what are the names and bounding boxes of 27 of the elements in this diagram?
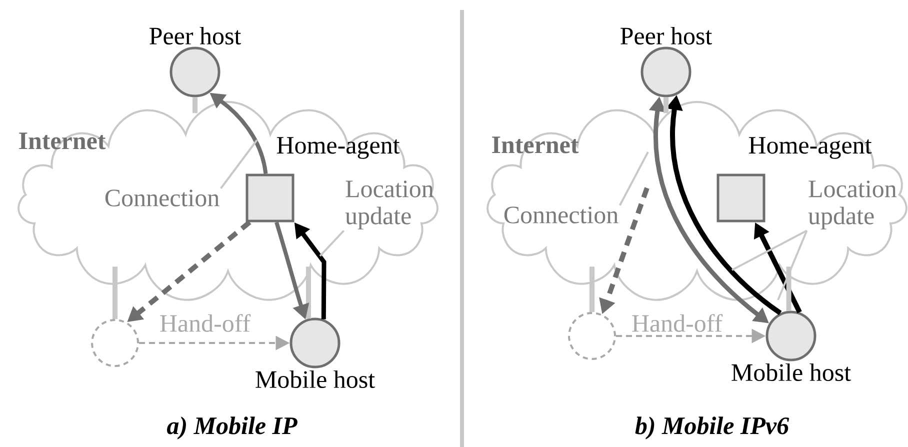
panel-caption: b) Mobile IPv6 [635,416,790,440]
leader-line [319,230,345,257]
connector-line [306,266,311,319]
connector-line [590,266,594,312]
label-text: Location update [808,180,896,230]
node-label: Mobile host [732,363,851,382]
edge-label: Hand-off [630,313,724,333]
label-text: Connection [105,190,220,206]
connector-line [786,266,792,311]
node-label: Peer host [620,26,712,45]
label-text: Location update [345,180,434,230]
dashed-circle [91,319,139,367]
leader-line [732,230,808,271]
edge-label: Hand-off [158,313,252,333]
node-label: Home-agent [748,137,872,159]
connector-line [192,97,198,114]
leader-line [777,230,808,300]
label-text: Connection [504,206,618,224]
leader-line [618,152,649,206]
connector-line [112,266,118,319]
connector-line [664,97,668,114]
leader-line [220,139,258,189]
node-label: Home-agent [276,137,400,159]
panel-caption: a) Mobile IP [167,416,298,440]
dashed-circle [568,312,616,360]
node-label: Mobile host [256,370,375,388]
node-label: Peer host [150,26,242,45]
